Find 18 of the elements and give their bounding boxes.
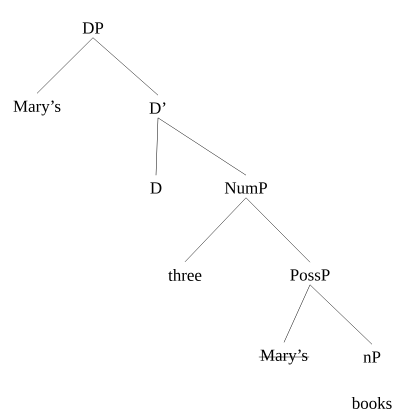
tree-label: three [168, 269, 202, 281]
tree-label: D’ [150, 102, 166, 114]
tree-label: D [150, 182, 162, 194]
branch-line [246, 198, 310, 262]
branch-line [156, 118, 158, 176]
tree-label: nP [363, 351, 380, 363]
tree-label: PossP [290, 269, 330, 281]
tree-label: NumP [224, 182, 267, 194]
struck-word: Mary’s [260, 350, 308, 364]
branch-line [158, 118, 246, 176]
branch-line [310, 284, 372, 345]
branch-line [284, 284, 310, 343]
word-label: books [352, 397, 392, 409]
branch-line [92, 38, 158, 96]
branch-line [184, 198, 246, 262]
tree-label: DP [82, 22, 104, 34]
branch-line [36, 38, 94, 94]
tree-label: Mary’s [14, 100, 60, 116]
